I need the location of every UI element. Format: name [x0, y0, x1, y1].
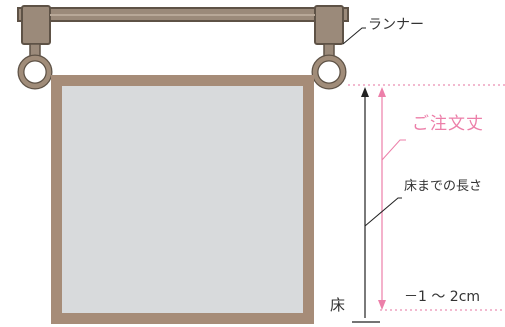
ring-hook-icon [17, 43, 53, 90]
floor-length-leader-line [364, 197, 402, 227]
curtain-panel [51, 75, 314, 324]
offset-label: －1 ～ 2cm [404, 289, 481, 305]
floor-label: 床 [330, 296, 346, 314]
ring-hook-icon [311, 43, 347, 90]
order-size-arrow [378, 87, 386, 310]
floor-length-label: 床までの長さ [404, 179, 483, 194]
curtain-rail [17, 5, 349, 45]
order-size-leader-line [381, 139, 406, 161]
order-size-label: ご注文丈 [412, 114, 484, 134]
floor-length-arrow [352, 87, 380, 323]
runner-label: ランナー [368, 17, 424, 33]
runner-pointer-line [342, 27, 366, 45]
